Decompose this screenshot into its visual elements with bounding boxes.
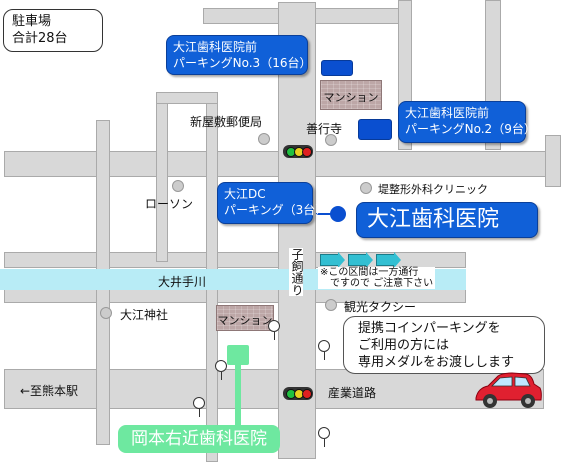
parking-no3-callout: 大江歯科医院前 パーキングNo.3（16台） [166, 35, 312, 75]
lawson-label: ローソン [145, 197, 194, 211]
parking-dc-callout: 大江DC パーキング（3台） [217, 182, 328, 224]
road-west-2 [156, 92, 168, 262]
mansion-north: マンション [320, 80, 382, 110]
landmark-dot-icon [172, 180, 184, 192]
signpost-pole [274, 332, 275, 340]
signpost-pole [221, 372, 222, 380]
parking-no2-line2: パーキングNo.2（9台） [405, 122, 536, 136]
signpost-icon [318, 427, 330, 439]
koshi-street-label: 子飼通り [289, 248, 304, 296]
notice-line2: ご利用の方には [358, 338, 450, 353]
road-sangyo [4, 369, 544, 409]
one-way-note-line2: ですので ご注意下さい [330, 278, 434, 289]
road-nw-horizontal [156, 92, 218, 104]
okamoto-clinic-label: 岡本右近歯科医院 [118, 425, 280, 453]
okamoto-clinic-marker [227, 345, 249, 365]
parking-lot-no3 [321, 60, 353, 76]
traffic-signal-icon [283, 387, 313, 400]
signpost-pole [324, 352, 325, 360]
river-label: 大井手川 [158, 275, 207, 289]
traffic-signal-icon [283, 145, 313, 158]
parking-lot-dc [330, 206, 346, 222]
parking-total-title: 駐車場 [12, 14, 52, 29]
to-kumamoto-station-label: ←至熊本駅 [20, 384, 79, 398]
parking-lot-no2 [358, 119, 392, 140]
parking-dc-line2: パーキング（3台） [224, 203, 328, 217]
okamoto-clinic-connector [235, 365, 241, 427]
road-mid-upper [4, 151, 549, 177]
notice-line3: 専用メダルをお渡しします [358, 355, 515, 370]
landmark-dot-icon [360, 182, 372, 194]
one-way-note-line1: ※この区間は一方通行 [320, 267, 419, 278]
post-office-label: 新屋敷郵便局 [190, 115, 263, 129]
parking-no2-callout: 大江歯科医院前 パーキングNo.2（9台） [398, 101, 536, 143]
notice-box: 提携コインパーキングを ご利用の方には 専用メダルをお渡しします [343, 316, 545, 374]
clinic-name-callout: 大江歯科医院 [356, 202, 538, 238]
car-icon [475, 372, 542, 408]
signpost-icon [268, 320, 280, 332]
parking-no2-line1: 大江歯科医院前 [405, 106, 490, 120]
signpost-icon [215, 360, 227, 372]
landmark-dot-icon [258, 133, 270, 145]
mansion-label: マンション [217, 314, 273, 327]
parking-no3-line2: パーキングNo.3（16台） [173, 56, 312, 70]
arrow-icon [320, 252, 345, 268]
signpost-pole [324, 439, 325, 447]
parking-no3-line1: 大江歯科医院前 [173, 40, 258, 54]
signpost-pole [199, 409, 200, 417]
sangyo-road-label: 産業道路 [328, 386, 377, 400]
parking-total-count: 合計28台 [12, 31, 68, 46]
parking-total-box: 駐車場 合計28台 [3, 9, 103, 52]
signpost-icon [318, 340, 330, 352]
signpost-icon [193, 397, 205, 409]
landmark-dot-icon [100, 307, 112, 319]
arrow-icon [376, 252, 401, 268]
landmark-dot-icon [325, 299, 337, 311]
temple-label: 善行寺 [306, 122, 343, 136]
road-east-3 [545, 135, 561, 187]
taxi-label: 観光タクシー [344, 300, 417, 314]
mansion-label: マンション [323, 91, 379, 104]
road-koshi-main [278, 2, 316, 459]
parking-lot-dc-connector [316, 213, 332, 215]
mansion-south: マンション [216, 305, 274, 331]
parking-dc-line1: 大江DC [224, 187, 266, 201]
landmark-dot-icon [325, 134, 337, 146]
shrine-label: 大江神社 [120, 308, 169, 322]
one-way-note: ※この区間は一方通行 ですので ご注意下さい [318, 267, 436, 289]
hospital-label: 堤整形外科クリニック [378, 183, 488, 196]
notice-line1: 提携コインパーキングを [358, 321, 501, 336]
arrow-icon [348, 252, 373, 268]
